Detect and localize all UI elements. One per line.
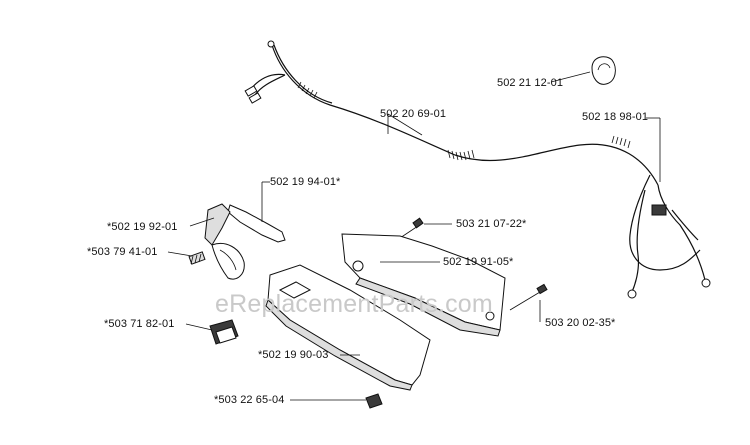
cable-spring-left: [297, 81, 318, 99]
label-503-21-07-22: 503 21 07-22*: [456, 218, 527, 230]
label-502-19-90-03: *502 19 90-03: [258, 349, 329, 361]
label-502-18-98-01: 502 18 98-01: [582, 111, 649, 123]
label-503-22-65-04: *503 22 65-04: [214, 394, 285, 406]
terminal-left: [627, 289, 637, 299]
leader-lines: [167, 71, 661, 401]
throttle-trigger: [204, 203, 286, 280]
cable-end-top: [267, 40, 275, 48]
label-503-79-41-01: *503 79 41-01: [87, 246, 158, 258]
screw-top: [399, 217, 424, 239]
cable-clip: [591, 56, 616, 85]
cable-spring-mid: [447, 149, 475, 161]
nut: [365, 393, 383, 409]
spring-pin: [188, 251, 206, 265]
label-502-20-69-01: 502 20 69-01: [380, 108, 447, 120]
label-502-19-92-01: *502 19 92-01: [107, 221, 178, 233]
watermark-text: eReplacementParts.com: [215, 290, 493, 318]
label-502-19-91-05: 502 19 91-05*: [443, 256, 514, 268]
label-503-20-02-35: 503 20 02-35*: [545, 317, 616, 329]
stop-switch: [209, 319, 239, 345]
label-502-19-94-01: 502 19 94-01*: [270, 176, 341, 188]
terminal-right: [701, 278, 711, 288]
cable-spring-right: [611, 135, 631, 149]
label-502-21-12-01: 502 21 12-01: [497, 77, 564, 89]
throttle-cable: [271, 44, 659, 186]
switch-connector: [651, 204, 667, 216]
label-503-71-82-01: *503 71 82-01: [104, 318, 175, 330]
screw-right: [509, 283, 548, 311]
handle-upper-half: [341, 233, 506, 337]
handle-lower-half: [265, 264, 431, 391]
